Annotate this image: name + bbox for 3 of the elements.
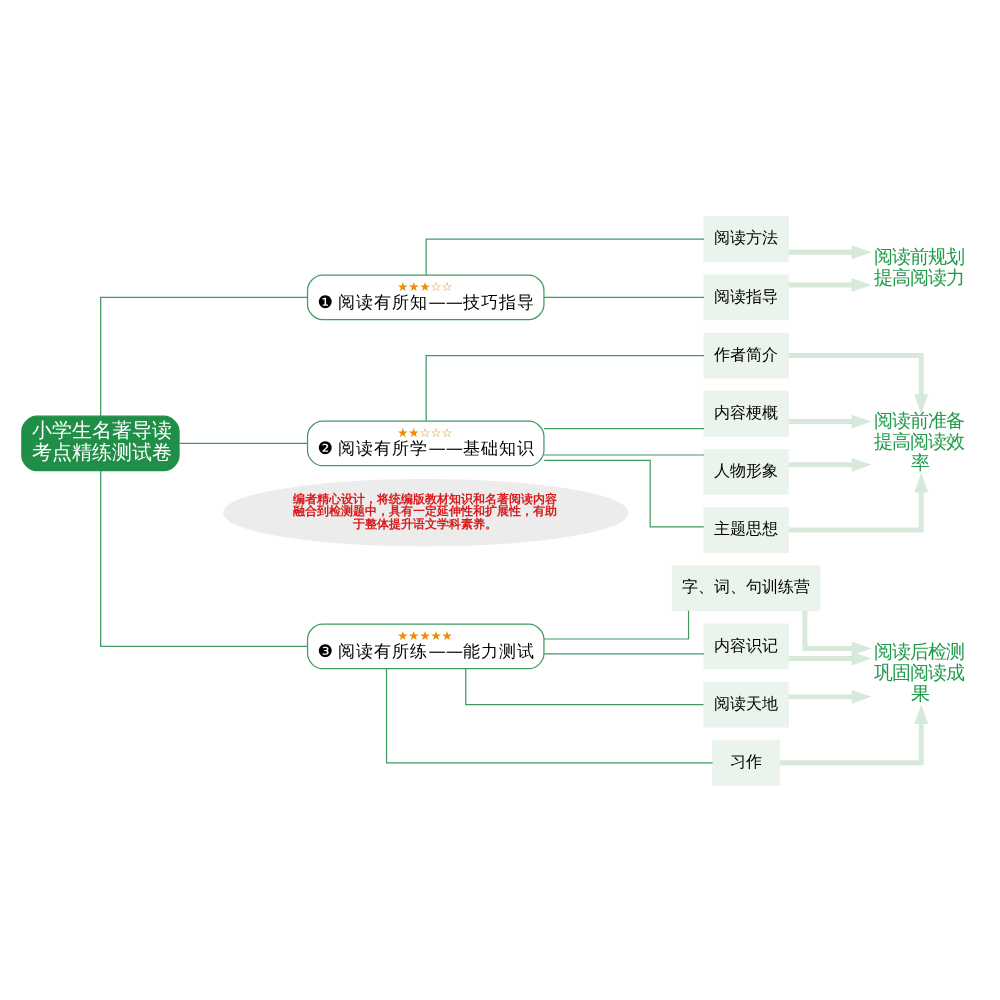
node-text: 阅读前准备提高阅读效率	[874, 409, 965, 474]
node-text: 阅读前规划提高阅读力	[874, 245, 965, 289]
node-text: 阅读后检测巩固阅读成果	[874, 641, 965, 706]
